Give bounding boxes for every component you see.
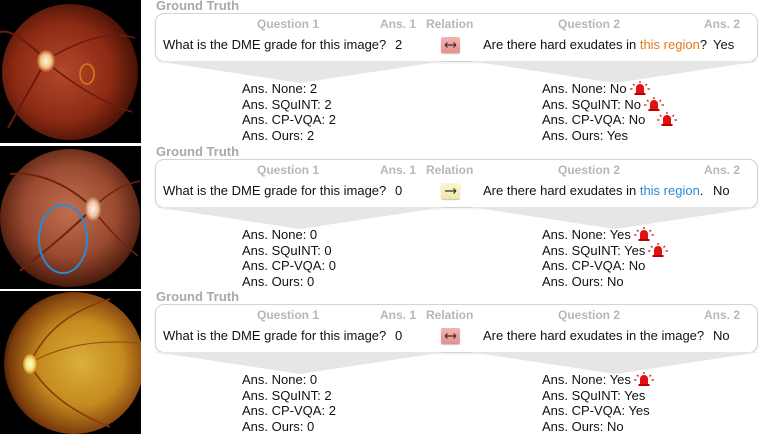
answer-cpvqa: Ans. CP-VQA: No — [542, 112, 646, 128]
answer-none-row: Ans. None: Yes — [542, 227, 668, 243]
answers-question-1: Ans. None: 0 Ans. SQuINT: 2 Ans. CP-VQA:… — [242, 372, 336, 434]
region-outline-orange — [79, 63, 95, 85]
answer-none-row: Ans. None: Yes — [542, 372, 654, 388]
answer-fan-shape — [155, 352, 760, 374]
answer-ours: Ans. Ours: 0 — [242, 418, 315, 434]
answers-question-2: Ans. None: No Ans. SQuINT: No Ans. CP-VQ… — [542, 81, 678, 143]
answer-squint: Ans. SQuINT: Yes — [542, 387, 646, 403]
answer-none: Ans. None: No — [542, 81, 627, 96]
answer-ours: Ans. Ours: 0 — [242, 273, 315, 289]
answer-none-row: Ans. None: No — [542, 81, 677, 97]
question-2-text: Are there hard exudates in this region? — [483, 37, 707, 52]
header-relation: Relation — [426, 17, 474, 31]
answer-cpvqa: Ans. CP-VQA: 2 — [242, 112, 336, 128]
answers-question-2: Ans. None: Yes Ans. SQuINT: Yes Ans. CP-… — [542, 372, 654, 434]
answer-ours: Ans. Ours: 2 — [242, 127, 315, 143]
example-row-2: Ground Truth Question 1 Ans. 1 Relation … — [0, 144, 761, 291]
answer-squint: Ans. SQuINT: 2 — [242, 96, 332, 112]
answer-squint: Ans. SQuINT: No — [542, 96, 641, 112]
answer-none: Ans. None: Yes — [542, 227, 631, 242]
bidirectional-arrow-icon — [441, 328, 460, 344]
question-2-text: Are there hard exudates in this region. — [483, 183, 703, 198]
answer-2-text: No — [713, 183, 730, 198]
answer-1-text: 0 — [395, 183, 403, 198]
answer-cpvqa: Ans. CP-VQA: Yes — [542, 403, 650, 419]
question-2-region: this region — [639, 183, 700, 198]
example-row-1: Ground Truth Question 1 Ans. 1 Relation … — [0, 0, 761, 145]
answer-none: Ans. None: 2 — [242, 81, 318, 96]
answer-2-text: No — [713, 328, 730, 343]
alarm-siren-icon — [643, 96, 664, 115]
forward-arrow-icon — [441, 183, 460, 199]
header-question-1: Question 1 — [257, 17, 320, 31]
header-question-1: Question 1 — [257, 308, 320, 322]
header-question-2: Question 2 — [558, 163, 621, 177]
question-1-text: What is the DME grade for this image? — [163, 37, 387, 52]
question-1-text: What is the DME grade for this image? — [163, 328, 387, 343]
question-2-prefix: Are there hard exudates in — [483, 183, 640, 198]
header-answer-2: Ans. 2 — [704, 163, 741, 177]
header-question-2: Question 2 — [558, 17, 621, 31]
qa-card: Question 1 Ans. 1 Relation Question 2 An… — [155, 159, 758, 208]
ground-truth-title: Ground Truth — [156, 0, 240, 13]
question-2-region: this region — [639, 37, 700, 52]
question-2-suffix: . — [699, 183, 704, 198]
ground-truth-title: Ground Truth — [156, 289, 240, 304]
qa-card: Question 1 Ans. 1 Relation Question 2 An… — [155, 304, 758, 353]
answers-question-1: Ans. None: 2 Ans. SQuINT: 2 Ans. CP-VQA:… — [242, 81, 336, 143]
answer-1-text: 0 — [395, 328, 403, 343]
header-answer-2: Ans. 2 — [704, 308, 741, 322]
qa-card: Question 1 Ans. 1 Relation Question 2 An… — [155, 13, 758, 62]
fundus-image-3 — [0, 291, 141, 434]
answer-none: Ans. None: 0 — [242, 372, 318, 387]
header-question-1: Question 1 — [257, 163, 320, 177]
answer-cpvqa: Ans. CP-VQA: No — [542, 258, 646, 274]
alarm-siren-icon — [629, 81, 650, 99]
answer-fan-shape — [155, 61, 760, 83]
answer-none: Ans. None: 0 — [242, 227, 318, 242]
ground-truth-title: Ground Truth — [156, 144, 240, 159]
header-relation: Relation — [426, 308, 474, 322]
answer-squint: Ans. SQuINT: Yes — [542, 242, 646, 258]
question-2-prefix: Are there hard exudates in — [483, 37, 640, 52]
answer-cpvqa-row: Ans. CP-VQA: No — [542, 112, 678, 130]
answer-fan-shape — [155, 207, 760, 229]
header-answer-1: Ans. 1 — [380, 17, 417, 31]
answer-cpvqa: Ans. CP-VQA: 2 — [242, 403, 336, 419]
header-answer-2: Ans. 2 — [704, 17, 741, 31]
fundus-image-2 — [0, 146, 141, 289]
alarm-siren-icon — [657, 112, 678, 130]
bidirectional-arrow-icon — [441, 37, 460, 53]
header-answer-1: Ans. 1 — [380, 163, 417, 177]
question-2-text: Are there hard exudates in the image? — [483, 328, 705, 343]
answer-squint: Ans. SQuINT: 2 — [242, 387, 332, 403]
answer-1-text: 2 — [395, 37, 403, 52]
answer-squint: Ans. SQuINT: 0 — [242, 242, 332, 258]
answer-ours: Ans. Ours: No — [542, 273, 624, 289]
answer-ours: Ans. Ours: No — [542, 418, 624, 434]
alarm-siren-icon — [648, 242, 669, 261]
answer-none: Ans. None: Yes — [542, 372, 631, 387]
answer-2-text: Yes — [713, 37, 735, 52]
alarm-siren-icon — [633, 372, 654, 390]
header-question-2: Question 2 — [558, 308, 621, 322]
answers-question-1: Ans. None: 0 Ans. SQuINT: 0 Ans. CP-VQA:… — [242, 227, 336, 289]
question-2-suffix: ? — [699, 37, 708, 52]
answer-cpvqa: Ans. CP-VQA: 0 — [242, 258, 336, 274]
alarm-siren-icon — [633, 227, 654, 245]
region-outline-blue — [38, 204, 88, 274]
answer-ours: Ans. Ours: Yes — [542, 127, 628, 143]
header-relation: Relation — [426, 163, 474, 177]
question-1-text: What is the DME grade for this image? — [163, 183, 387, 198]
answers-question-2: Ans. None: Yes Ans. SQuINT: Yes Ans. CP-… — [542, 227, 669, 289]
example-row-3: Ground Truth Question 1 Ans. 1 Relation … — [0, 289, 761, 436]
answer-squint-row: Ans. SQuINT: No — [542, 96, 677, 115]
answer-squint-row: Ans. SQuINT: Yes — [542, 242, 669, 261]
header-answer-1: Ans. 1 — [380, 308, 417, 322]
fundus-image-1 — [0, 0, 141, 143]
